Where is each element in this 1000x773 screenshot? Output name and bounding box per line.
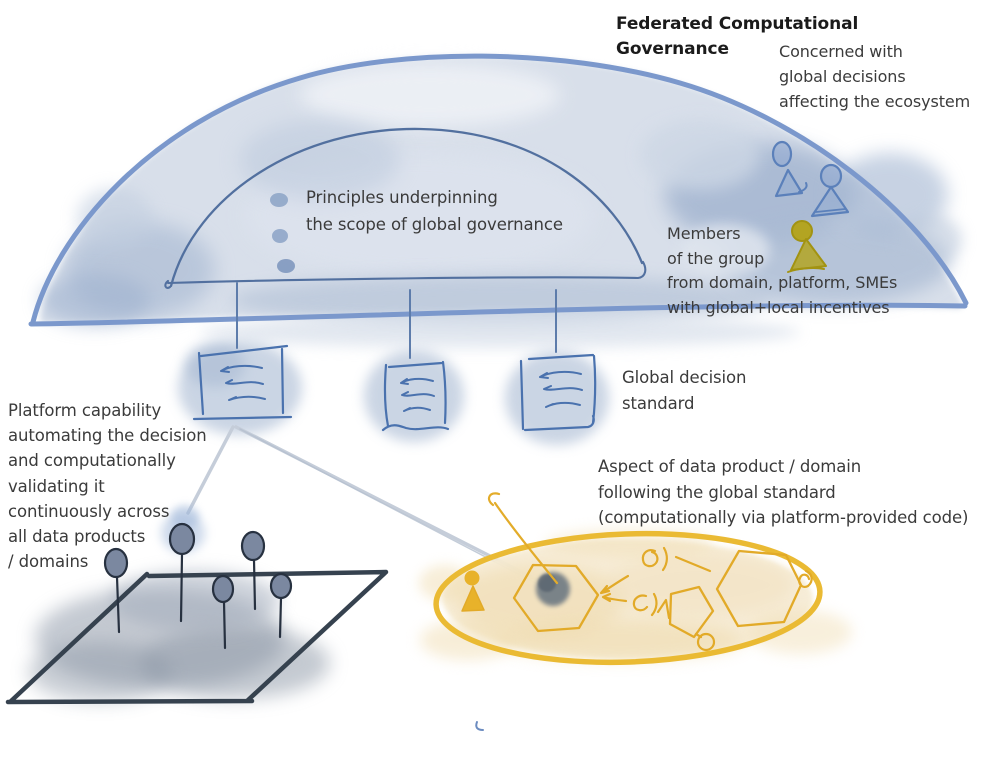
output-port-doodles — [599, 546, 712, 620]
stray-pen-mark — [475, 721, 484, 731]
annotation-principles: Principles underpinning the scope of glo… — [306, 188, 563, 234]
annotation-standard: Global decision standard — [622, 368, 747, 413]
annotation-platform-capability: Platform capability automating the decis… — [8, 401, 207, 572]
annotation-members: Members of the group from domain, platfo… — [667, 224, 898, 317]
data-product-pin-icon — [168, 522, 196, 623]
diagram-title: Federated Computational Governance — [616, 14, 859, 59]
member-figure-yellow — [787, 220, 827, 273]
data-product-pentagon — [668, 585, 716, 652]
data-product-pin-icon — [211, 574, 235, 650]
principle-bullets — [270, 193, 295, 273]
data-product-hexagon-2 — [715, 549, 813, 628]
platform-plane — [5, 513, 389, 705]
annotation-aspect: Aspect of data product / domain followin… — [598, 457, 969, 527]
data-product-pins — [103, 522, 293, 650]
member-figure-blue-2 — [810, 163, 850, 218]
domain-member-figure — [461, 570, 485, 612]
data-product-pin-icon — [103, 547, 129, 634]
governance-dome — [28, 53, 969, 348]
scope-arc — [164, 127, 647, 289]
data-product-pin-icon — [240, 530, 266, 611]
decision-doc-1 — [178, 282, 302, 435]
data-product-pin-icon — [269, 572, 293, 639]
domain-ellipse — [419, 528, 852, 666]
member-figure-blue-1 — [771, 140, 808, 198]
annotation-concerned: Concerned with global decisions affectin… — [779, 42, 971, 111]
aspect-leader-line — [487, 492, 559, 585]
decision-doc-3 — [505, 289, 609, 445]
decision-doc-2 — [364, 289, 464, 442]
data-product-hexagon-1 — [512, 563, 600, 633]
